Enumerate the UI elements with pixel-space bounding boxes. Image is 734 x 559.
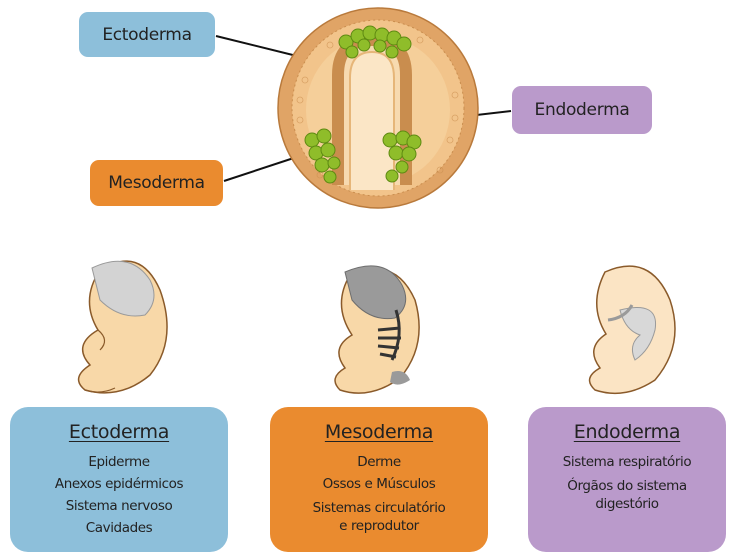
embryo-mesoderm — [335, 266, 419, 393]
card-item: Cavidades — [10, 517, 228, 539]
ectoderm-label: Ectoderma — [79, 12, 215, 57]
embryo-ectoderm — [79, 261, 167, 393]
card-item: Sistemas circulatório e reprodutor — [270, 499, 488, 535]
card-item: Órgãos do sistema digestório — [528, 477, 726, 513]
card-item: Anexos epidérmicos — [10, 473, 228, 495]
ectoderm-leader-line — [216, 36, 305, 58]
ectoderm-card: Ectoderma Epiderme Anexos epidérmicos Si… — [10, 407, 228, 552]
card-title: Mesoderma — [270, 421, 488, 443]
card-item: Sistema respiratório — [528, 451, 726, 473]
mesoderm-card: Mesoderma Derme Ossos e Músculos Sistema… — [270, 407, 488, 552]
endoderm-label: Endoderma — [512, 86, 652, 134]
mesoderm-label: Mesoderma — [90, 160, 223, 206]
endoderm-card: Endoderma Sistema respiratório Órgãos do… — [528, 407, 726, 552]
card-item: Derme — [270, 451, 488, 473]
card-item: Epiderme — [10, 451, 228, 473]
card-item: Ossos e Músculos — [270, 473, 488, 495]
card-title: Ectoderma — [10, 421, 228, 443]
card-title: Endoderma — [528, 421, 726, 443]
embryo-endoderm — [590, 266, 675, 393]
card-item: Sistema nervoso — [10, 495, 228, 517]
